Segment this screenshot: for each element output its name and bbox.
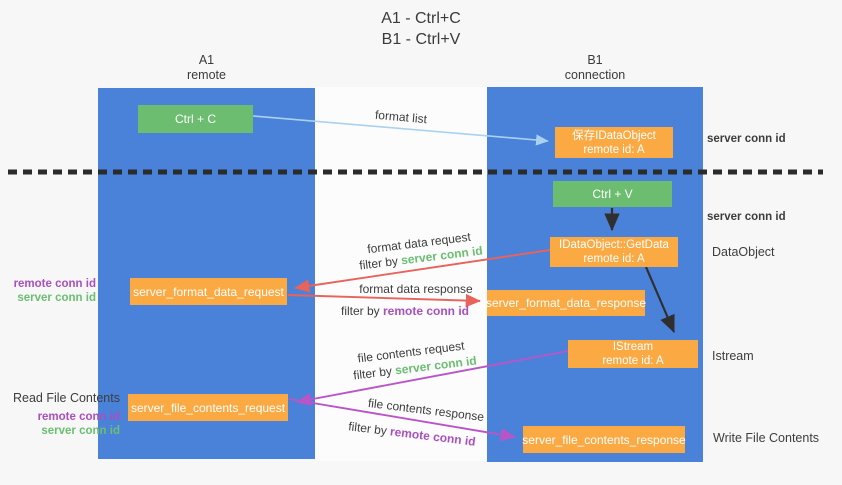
node-ctrl-v-label: Ctrl + V: [592, 187, 633, 201]
node-save-idataobject-line2: remote id: A: [583, 143, 645, 156]
format-data-response-filter-label: filter by remote conn id: [325, 304, 485, 318]
file-contents-request-arrow: [296, 350, 569, 406]
server-conn-id-label-mid-left: server conn id: [17, 291, 96, 304]
lane-a1-name: A1: [198, 53, 215, 67]
format-data-response-arrow: [287, 293, 481, 308]
node-server-file-contents-request-label: server_file_contents_request: [130, 400, 286, 415]
dataobject-label: DataObject: [712, 245, 775, 259]
lane-a1-role: remote: [187, 67, 226, 82]
istream-side-label: Istream: [712, 349, 754, 363]
server-conn-id-label-top-right: server conn id: [707, 133, 786, 145]
node-server-file-contents-response-label: server_file_contents_response: [522, 432, 686, 447]
format-list-arrow: [252, 115, 549, 146]
node-server-file-contents-response: server_file_contents_response: [522, 426, 686, 453]
write-file-contents-label: Write File Contents: [713, 431, 820, 445]
lane-b1-header: B1 connection: [487, 53, 703, 82]
node-idataobject-getdata: IDataObject::GetData remote id: A: [550, 237, 678, 267]
read-file-contents-label: Read File Contents: [12, 391, 120, 405]
node-istream-line2: remote id: A: [602, 355, 664, 367]
node-save-idataobject: 保存IDataObject remote id: A: [555, 127, 673, 158]
node-istream: IStream remote id: A: [568, 340, 698, 368]
node-save-idataobject-line1: 保存IDataObject: [572, 129, 656, 142]
format-data-request-arrow: [294, 249, 551, 293]
node-ctrl-c-label: Ctrl + C: [174, 112, 216, 126]
lane-b1-role: connection: [564, 67, 626, 82]
filter-by-text: filter by: [340, 304, 383, 318]
format-data-response-label: format data response: [359, 282, 473, 296]
lane-a1-header: A1 remote: [98, 53, 315, 82]
node-server-format-data-response: server_format_data_response: [485, 290, 647, 316]
server-conn-id-label-bottom-left: server conn id: [41, 424, 120, 437]
node-idataobject-getdata-line1: IDataObject::GetData: [559, 239, 669, 251]
node-server-file-contents-request: server_file_contents_request: [128, 394, 288, 421]
node-ctrl-v: Ctrl + V: [553, 181, 672, 207]
server-conn-id-label-mid-right: server conn id: [707, 211, 786, 223]
title-line-1: A1 - Ctrl+C: [381, 10, 461, 27]
left-mid-conn-id-labels: remote conn id server conn id: [4, 278, 96, 305]
node-istream-line1: IStream: [612, 341, 654, 353]
node-server-format-data-request: server_format_data_request: [130, 278, 287, 305]
lane-gap-background: [315, 87, 487, 461]
lane-b1-name: B1: [587, 53, 603, 67]
title-line-2: B1 - Ctrl+V: [381, 31, 461, 48]
remote-conn-id-key: remote conn id: [383, 304, 470, 318]
left-bottom-labels: Read File Contents remote conn id server…: [6, 391, 120, 438]
node-server-format-data-response-label: server_format_data_response: [485, 296, 647, 310]
remote-conn-id-label-bottom-left: remote conn id: [37, 411, 120, 423]
node-server-format-data-request-label: server_format_data_request: [133, 284, 284, 299]
diagram-title: A1 - Ctrl+C B1 - Ctrl+V: [0, 8, 842, 50]
remote-conn-id-label-mid-left: remote conn id: [13, 278, 96, 290]
node-ctrl-c: Ctrl + C: [138, 105, 253, 133]
node-idataobject-getdata-line2: remote id: A: [583, 253, 645, 265]
getdata-to-istream-arrow: [644, 266, 676, 334]
file-contents-response-arrow: [288, 398, 516, 442]
